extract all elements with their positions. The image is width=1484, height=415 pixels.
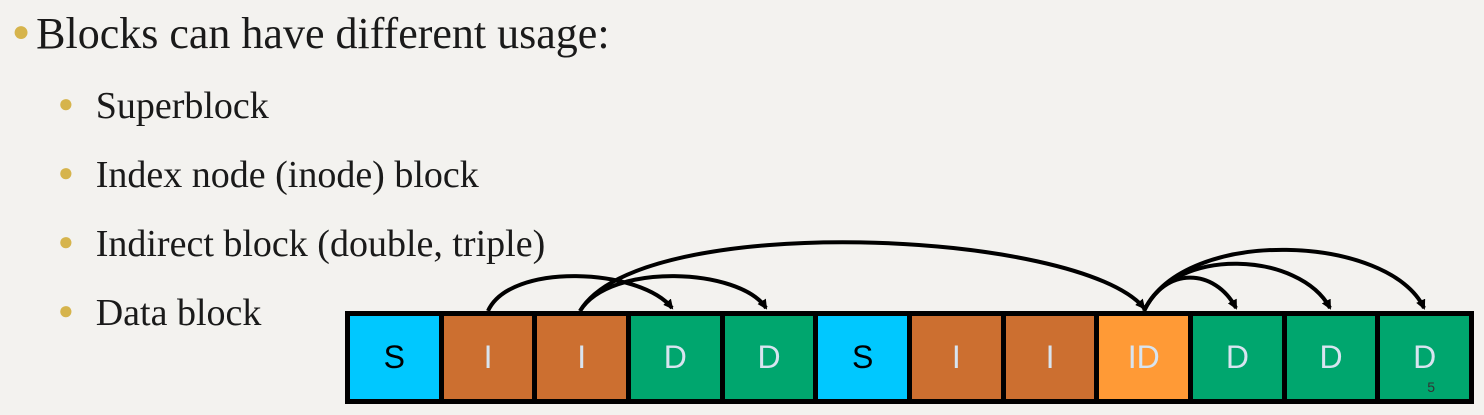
sub-bullet-data: ● Data block [58,291,261,335]
block-data: D [631,316,720,399]
arrow-indirect-to-data4 [1142,261,1332,312]
block-superblock: S [818,316,908,399]
block-data: D [724,316,814,399]
block-label: S [852,339,874,375]
block-label: D [663,339,687,375]
arrow-inode1-to-data1 [486,274,674,312]
block-label: I [483,339,493,375]
arrow-inode2-to-indirect [578,240,1146,313]
sub-bullet-text: Index node (inode) block [95,154,479,196]
sub-bullet-superblock: ● Superblock [58,84,269,128]
arrow-inode2-to-data2 [578,274,768,313]
block-label: D [1319,339,1343,375]
slide-number: 5 [1427,379,1436,395]
bullet-dot-icon: ● [58,158,74,187]
sub-bullet-text: Data block [95,292,262,334]
block-data: D [1286,316,1376,399]
sub-bullet-text: Indirect block (double, triple) [95,223,546,265]
block-inode: I [537,316,627,399]
block-inode: I [912,316,1001,399]
main-bullet-text: Blocks can have different usage: [36,9,610,58]
arrow-indirect-to-data3 [1142,275,1238,312]
block-data: D [1193,316,1282,399]
main-bullet: ●Blocks can have different usage: [12,8,610,59]
block-label: I [1045,339,1055,375]
sub-bullet-inode: ● Index node (inode) block [58,153,479,197]
bullet-dot-icon: ● [58,296,74,325]
block-label: D [757,339,781,375]
block-inode: I [1005,316,1095,399]
block-inode: I [443,316,533,399]
bullet-dot-icon: ● [12,15,31,48]
block-label: ID [1127,339,1160,375]
arrow-indirect-to-data5 [1142,247,1426,312]
block-label: I [951,339,961,375]
sub-bullet-indirect: ● Indirect block (double, triple) [58,222,545,266]
block-label: D [1413,339,1437,375]
block-label: S [383,339,405,375]
bullet-dot-icon: ● [58,227,74,256]
sub-bullet-text: Superblock [95,85,269,127]
bullet-dot-icon: ● [58,89,74,118]
block-indirect: ID [1099,316,1189,399]
block-superblock: S [350,316,439,399]
block-label: I [577,339,587,375]
block-label: D [1225,339,1249,375]
